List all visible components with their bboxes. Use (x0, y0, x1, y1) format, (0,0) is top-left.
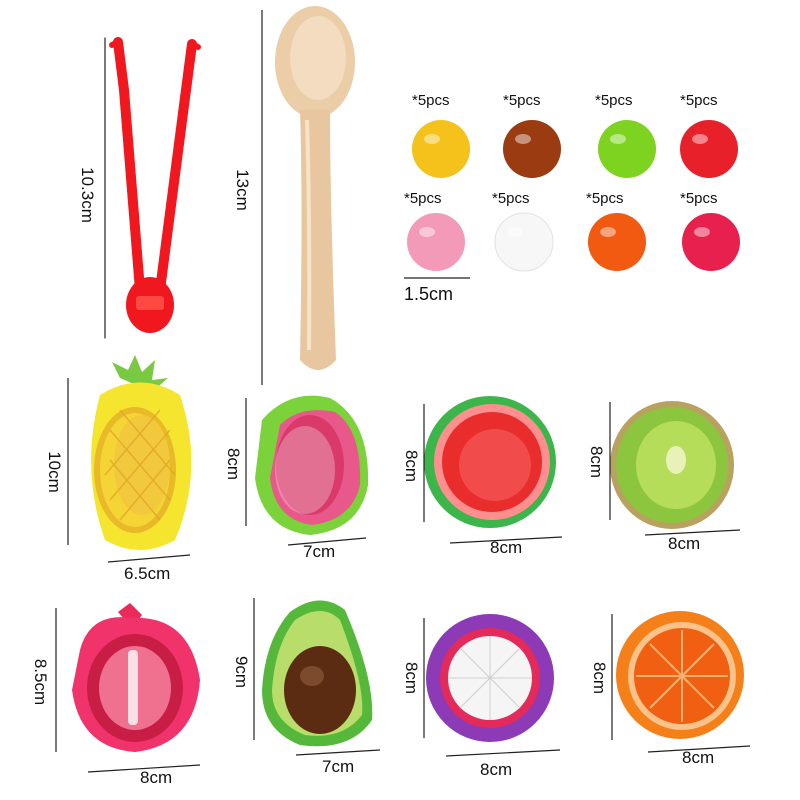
ball-highlight (515, 134, 531, 144)
dragonfruit-width-label: 7cm (303, 542, 336, 561)
ball-count-label: *5pcs (412, 92, 450, 109)
pomegranate-width-label: 8cm (140, 768, 173, 787)
avocado-icon (262, 600, 373, 747)
mangosteen-height-label: 8cm (402, 661, 421, 695)
ball-count-label: *5pcs (503, 92, 541, 109)
kiwi-height-label: 8cm (587, 445, 606, 479)
ball-highlight (610, 134, 626, 144)
watermelon-height-label: 8cm (402, 449, 421, 483)
watermelon-width-label: 8cm (490, 538, 523, 557)
ball-count-label: *5pcs (680, 92, 718, 109)
watermelon-icon (424, 396, 556, 528)
dragonfruit-height-label: 8cm (224, 447, 243, 481)
pineapple-height-label: 10cm (45, 451, 64, 493)
ball (494, 212, 554, 272)
ball (682, 213, 740, 271)
pineapple-icon (91, 355, 192, 550)
ball-highlight (507, 227, 523, 237)
ball (588, 213, 646, 271)
ball (412, 120, 470, 178)
ball-highlight (692, 134, 708, 144)
dragonfruit-icon (255, 395, 369, 535)
ball-highlight (694, 227, 710, 237)
kiwi-width-label: 8cm (668, 534, 701, 553)
mangosteen-width-label: 8cm (480, 760, 513, 779)
ball-count-label: *5pcs (595, 92, 633, 109)
kiwi-icon (610, 401, 734, 529)
orange-height-label: 8cm (590, 661, 609, 695)
ball (503, 120, 561, 178)
ball-count-label: *5pcs (586, 190, 624, 207)
ball-highlight (424, 134, 440, 144)
orange-width-label: 8cm (682, 748, 715, 767)
avocado-height-label: 9cm (232, 655, 251, 689)
mangosteen-icon (426, 614, 554, 742)
ball (407, 213, 465, 271)
ball-highlight (419, 227, 435, 237)
ball-highlight (600, 227, 616, 237)
pineapple-width-label: 6.5cm (124, 564, 171, 583)
pomegranate-icon (72, 603, 200, 752)
ball-size-label: 1.5cm (404, 284, 454, 304)
ball-count-label: *5pcs (404, 190, 442, 207)
ball (680, 120, 738, 178)
ball-count-label: *5pcs (680, 190, 718, 207)
orange-icon (616, 611, 744, 739)
pomegranate-height-label: 8.5cm (31, 658, 50, 706)
ball-count-label: *5pcs (492, 190, 530, 207)
ball (598, 120, 656, 178)
avocado-width-label: 7cm (322, 757, 355, 776)
